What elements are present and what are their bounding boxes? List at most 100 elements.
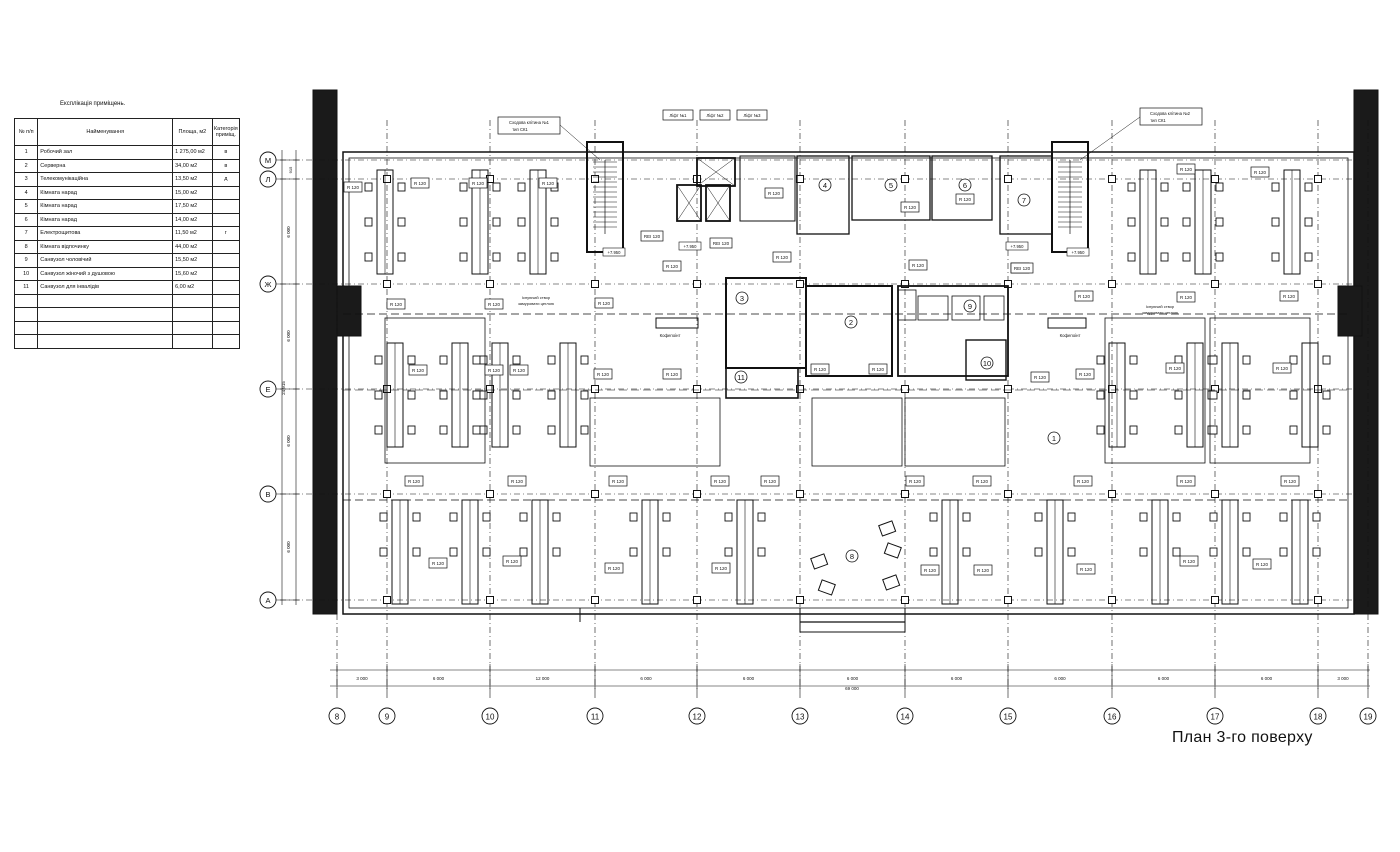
office-chair (459, 217, 468, 227)
room-5-outline (851, 155, 931, 221)
room-number-circle (884, 178, 898, 192)
stair-callout-text: Сходова клітина №2 (1150, 111, 1191, 116)
room-number: 11 (737, 373, 745, 382)
structural-column (1314, 596, 1322, 604)
fire-door-tag (955, 193, 975, 205)
room-number-circle (1017, 193, 1031, 207)
room-number-circle (735, 291, 749, 305)
fire-door-tag (868, 363, 888, 375)
office-chair (1215, 252, 1224, 262)
axis-bubble (481, 707, 499, 725)
note-text: замуровати цеглою (1142, 310, 1178, 315)
office-chair (1209, 512, 1218, 522)
office-chair (517, 217, 526, 227)
office-chair (1209, 355, 1218, 365)
note-text: замуровати цеглою (518, 301, 554, 306)
axis-bubble (791, 707, 809, 725)
explication-empty-cell (13, 320, 39, 335)
fire-door-tag (760, 475, 780, 487)
office-chair (1279, 512, 1288, 522)
office-chair (472, 355, 481, 365)
fire-door-tag-text: REI 120 (713, 241, 730, 246)
office-chair (1209, 425, 1218, 435)
structural-column (383, 280, 391, 288)
dimension-text: 915 (288, 166, 293, 173)
outer-wall-right (1353, 89, 1379, 615)
office-chair (1067, 547, 1076, 557)
fire-door-tag (484, 298, 504, 310)
fire-door-tag (772, 251, 792, 263)
fire-door-tag-text: R 120 (666, 372, 679, 377)
axis-bubble (1309, 707, 1327, 725)
office-chair (1129, 355, 1138, 365)
lift-cross (676, 184, 702, 222)
fire-door-tag-ei (640, 230, 664, 242)
fire-door-tag-text: R 120 (414, 181, 427, 186)
fire-door-tag (1272, 362, 1292, 374)
explication-empty-cell (211, 307, 241, 322)
structural-column (901, 280, 909, 288)
fire-door-tag (604, 562, 624, 574)
structural-column (591, 280, 599, 288)
structural-column (383, 490, 391, 498)
office-chair (552, 512, 561, 522)
structural-column (1004, 385, 1012, 393)
fire-door-tag-text: R 120 (1034, 375, 1047, 380)
lift-callout-text: Ліфт №3 (744, 113, 762, 118)
fire-door-tag (509, 364, 529, 376)
dimension-text: 3 000 (1337, 676, 1349, 681)
fire-door-tag (594, 297, 614, 309)
fire-door-tag (1076, 563, 1096, 575)
room-number: 3 (740, 294, 744, 303)
office-chair (1182, 217, 1191, 227)
axis-bubble (1103, 707, 1121, 725)
axis-label: Ж (265, 280, 272, 289)
coffee-point (655, 317, 699, 329)
stair-callout-2 (1139, 107, 1203, 126)
office-chair (519, 547, 528, 557)
structural-column (796, 490, 804, 498)
fire-door-tag-text: R 120 (1180, 479, 1193, 484)
lift-callout (736, 109, 768, 121)
dimension-text: 6 000 (847, 676, 859, 681)
fire-door-tag-text: R 120 (608, 566, 621, 571)
lounge-seat (882, 574, 901, 591)
room-number: 7 (1022, 196, 1026, 205)
office-chair (482, 512, 491, 522)
room-11-outline (725, 367, 799, 399)
fire-door-tag-ei (1010, 262, 1034, 274)
office-chair (517, 252, 526, 262)
explication-cell-name: Санвузол для інвалідів (37, 280, 174, 295)
office-chair (379, 547, 388, 557)
office-chair (379, 512, 388, 522)
structural-column (1108, 596, 1116, 604)
axis-label: 15 (1004, 713, 1013, 722)
office-chair (397, 217, 406, 227)
dimension-text: 6 000 (640, 676, 652, 681)
lounge-seat (883, 542, 902, 559)
dimension-text: 6 000 (286, 226, 291, 238)
header-name: Найменування (37, 118, 174, 146)
fire-door-tag-text: R 120 (598, 301, 611, 306)
fire-door-tag-text: R 120 (1180, 167, 1193, 172)
axis-bubble (688, 707, 706, 725)
fire-door-tag-text: R 120 (472, 181, 485, 186)
explication-header-row: № п/п Найменування Площа, м2 Категорія п… (13, 118, 241, 146)
office-chair (1096, 390, 1105, 400)
explication-empty-cell (37, 320, 174, 335)
level-mark-text: +7.950 (684, 244, 698, 249)
fire-door-tag-text: R 120 (1180, 295, 1193, 300)
coffee-point (1047, 317, 1087, 329)
explication-cell-num: 9 (13, 253, 39, 268)
fire-door-tag (973, 564, 993, 576)
structural-column (1314, 175, 1322, 183)
room-number: 2 (849, 318, 853, 327)
floor-outline (342, 151, 1355, 615)
office-chair (757, 512, 766, 522)
lift-callout (662, 109, 694, 121)
office-block-outline (589, 397, 721, 467)
fire-door-tag-text: R 120 (1284, 479, 1297, 484)
room-3-outline (725, 277, 807, 369)
